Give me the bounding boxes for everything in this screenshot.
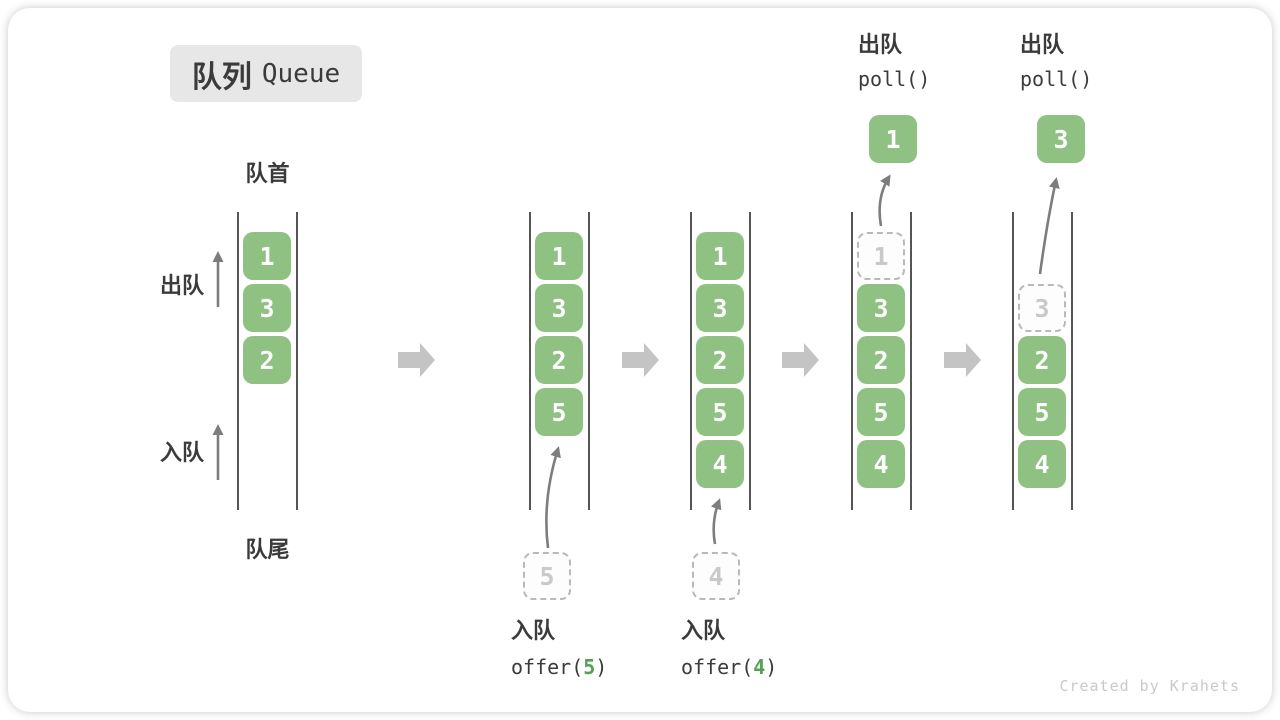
- queue-cell: 5: [1018, 388, 1066, 436]
- pending-enqueue-cell: 5: [523, 552, 571, 600]
- queue-wall-left: [690, 212, 692, 510]
- watermark: Created by Krahets: [1059, 677, 1240, 695]
- pending-enqueue-cell: 4: [692, 552, 740, 600]
- queue-cell: 5: [857, 388, 905, 436]
- offer-code-post: ): [595, 655, 608, 679]
- queue-cell: 1: [243, 232, 291, 280]
- poll-label: 出队: [858, 32, 903, 57]
- queue-wall-left: [237, 212, 239, 510]
- queue-cell: 1: [696, 232, 744, 280]
- poll-code: poll(): [858, 67, 931, 91]
- queue-wall-right: [910, 212, 912, 510]
- title-zh: 队列: [191, 60, 252, 94]
- title-badge: 队列 Queue: [170, 45, 362, 102]
- offer-label: 入队: [681, 618, 726, 643]
- queue-cell: 2: [696, 336, 744, 384]
- queue-cell-removed: 1: [857, 232, 905, 280]
- queue-cell: 2: [243, 336, 291, 384]
- queue-cell: 2: [857, 336, 905, 384]
- offer-code-value: 4: [753, 655, 766, 679]
- polled-out-cell: 3: [1037, 115, 1085, 163]
- offer-footer-4: 入队 offer(4): [681, 618, 777, 679]
- queue-cell: 4: [1018, 440, 1066, 488]
- poll-header-2: 出队 poll(): [1020, 32, 1093, 91]
- queue-wall-right: [1071, 212, 1073, 510]
- queue-cell-removed: 3: [1018, 284, 1066, 332]
- offer-footer-5: 入队 offer(5): [511, 618, 607, 679]
- queue-rear-label: 队尾: [245, 537, 290, 562]
- title-en: Queue: [261, 58, 341, 89]
- queue-wall-right: [296, 212, 298, 510]
- queue-cell: 5: [696, 388, 744, 436]
- diagram-card: [8, 8, 1272, 712]
- queue-cell: 3: [535, 284, 583, 332]
- enqueue-side-label: 入队: [159, 440, 204, 465]
- queue-cell: 3: [696, 284, 744, 332]
- offer-code: offer(5): [511, 656, 607, 678]
- queue-cell: 2: [535, 336, 583, 384]
- offer-code: offer(4): [681, 656, 777, 678]
- queue-cell: 2: [1018, 336, 1066, 384]
- queue-wall-left: [851, 212, 853, 510]
- offer-code-post: ): [765, 655, 778, 679]
- offer-code-value: 5: [583, 655, 596, 679]
- poll-code: poll(): [1020, 67, 1093, 91]
- offer-label: 入队: [511, 618, 556, 643]
- queue-cell: 4: [696, 440, 744, 488]
- queue-cell: 1: [535, 232, 583, 280]
- offer-code-pre: offer(: [511, 655, 584, 679]
- poll-header-1: 出队 poll(): [858, 32, 931, 91]
- poll-label: 出队: [1020, 32, 1065, 57]
- queue-cell: 4: [857, 440, 905, 488]
- queue-wall-right: [588, 212, 590, 510]
- queue-cell: 3: [243, 284, 291, 332]
- queue-cell: 3: [857, 284, 905, 332]
- queue-wall-right: [749, 212, 751, 510]
- polled-out-cell: 1: [869, 115, 917, 163]
- queue-cell: 5: [535, 388, 583, 436]
- queue-front-label: 队首: [245, 161, 290, 186]
- queue-wall-left: [529, 212, 531, 510]
- offer-code-pre: offer(: [681, 655, 754, 679]
- dequeue-side-label: 出队: [159, 273, 204, 298]
- queue-wall-left: [1012, 212, 1014, 510]
